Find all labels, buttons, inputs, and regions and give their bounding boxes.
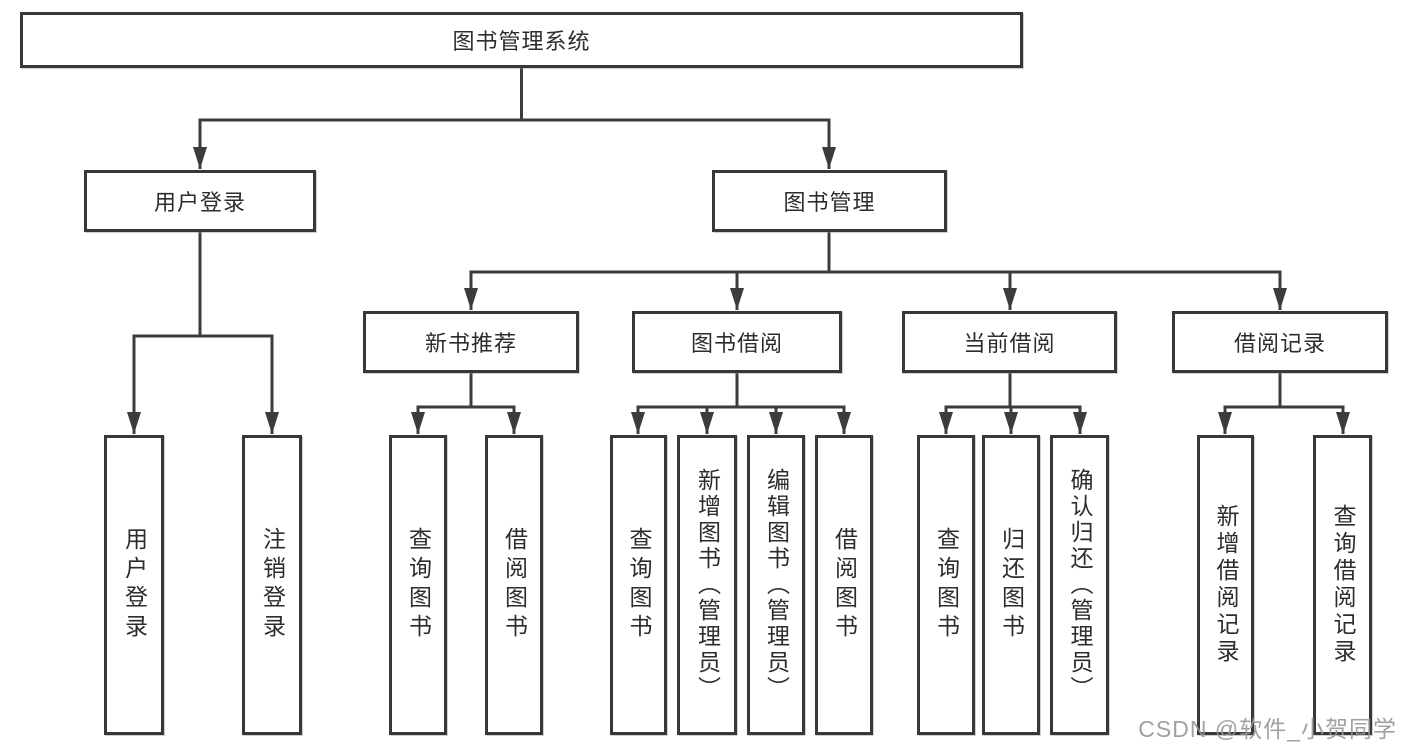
node-current-borrow: 当前借阅 — [902, 311, 1117, 373]
leaf-current-query-books: 查询图书 — [917, 435, 975, 735]
node-book-borrow-label: 图书借阅 — [690, 331, 783, 356]
leaf-records-query-record-label: 查询借阅记录 — [1330, 504, 1356, 666]
node-book-management: 图书管理 — [712, 170, 947, 232]
node-new-book-recommend-label: 新书推荐 — [424, 331, 517, 356]
leaf-recommend-query-books-label: 查询图书 — [405, 527, 432, 643]
node-current-borrow-label: 当前借阅 — [963, 331, 1056, 356]
leaf-current-query-books-label: 查询图书 — [933, 527, 960, 643]
node-user-login: 用户登录 — [84, 170, 316, 232]
leaf-recommend-borrow-books-label: 借阅图书 — [501, 527, 528, 643]
node-user-login-label: 用户登录 — [153, 190, 246, 215]
leaf-logout-login: 注销登录 — [242, 435, 302, 735]
leaf-user-login-label: 用户登录 — [121, 527, 148, 643]
leaf-records-add-record: 新增借阅记录 — [1197, 435, 1254, 735]
node-book-borrow: 图书借阅 — [632, 311, 842, 373]
leaf-user-login: 用户登录 — [104, 435, 164, 735]
node-root: 图书管理系统 — [20, 12, 1023, 68]
leaf-recommend-borrow-books: 借阅图书 — [485, 435, 543, 735]
node-new-book-recommend: 新书推荐 — [363, 311, 579, 373]
leaf-current-confirm-return-admin-label: 确认归还（管理员） — [1067, 468, 1093, 702]
leaf-records-add-record-label: 新增借阅记录 — [1213, 504, 1239, 666]
node-borrow-records: 借阅记录 — [1172, 311, 1388, 373]
leaf-borrow-borrow-books: 借阅图书 — [815, 435, 873, 735]
node-book-management-label: 图书管理 — [783, 190, 876, 215]
leaf-recommend-query-books: 查询图书 — [389, 435, 447, 735]
leaf-borrow-edit-books-admin: 编辑图书（管理员） — [747, 435, 805, 735]
leaf-borrow-query-books-label: 查询图书 — [626, 527, 652, 643]
leaf-records-query-record: 查询借阅记录 — [1313, 435, 1372, 735]
leaf-borrow-query-books: 查询图书 — [610, 435, 667, 735]
node-root-label: 图书管理系统 — [452, 29, 591, 54]
leaf-current-confirm-return-admin: 确认归还（管理员） — [1050, 435, 1109, 735]
leaf-logout-login-label: 注销登录 — [259, 527, 286, 643]
node-borrow-records-label: 借阅记录 — [1233, 331, 1326, 356]
leaf-borrow-borrow-books-label: 借阅图书 — [831, 527, 858, 643]
leaf-borrow-edit-books-admin-label: 编辑图书（管理员） — [763, 468, 790, 702]
watermark: CSDN @软件_小贺同学 — [1138, 716, 1397, 742]
leaf-borrow-add-books-admin: 新增图书（管理员） — [677, 435, 737, 735]
leaf-borrow-add-books-admin-label: 新增图书（管理员） — [694, 468, 721, 702]
leaf-current-return-books-label: 归还图书 — [998, 527, 1025, 643]
leaf-current-return-books: 归还图书 — [982, 435, 1040, 735]
